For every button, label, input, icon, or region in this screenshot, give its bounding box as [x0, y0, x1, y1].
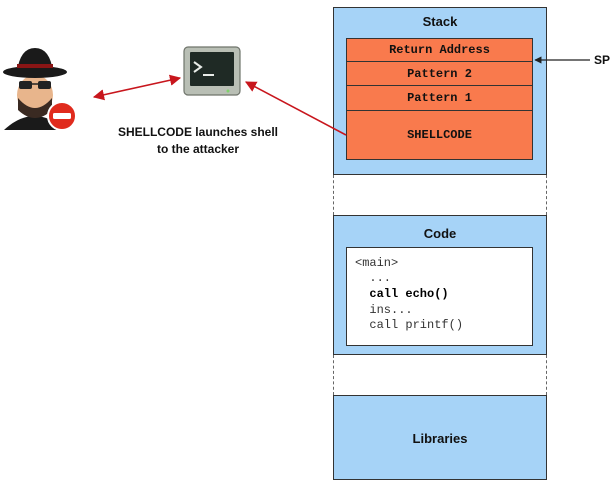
shellcode-terminal-arrow	[245, 81, 347, 136]
code-title: Code	[423, 226, 457, 241]
code-line: <main>	[355, 256, 399, 270]
memory-gap-1	[333, 175, 547, 215]
libraries-region: Libraries	[333, 395, 547, 480]
stack-frame-pattern-1: Pattern 1	[346, 85, 533, 111]
code-listing: <main> ... call echo() ins... call print…	[346, 247, 533, 346]
stack-title: Stack	[422, 14, 458, 29]
caption-line-2: to the attacker	[156, 142, 240, 156]
libraries-title: Libraries	[412, 431, 468, 446]
caption: SHELLCODE launches shell to the attacker	[78, 124, 318, 158]
stack-frame-pattern-2: Pattern 2	[346, 61, 533, 86]
code-line-highlighted: call echo()	[355, 287, 449, 301]
stack-frame-shellcode: SHELLCODE	[346, 110, 533, 160]
hacker-spy-icon	[3, 48, 77, 131]
code-line: ...	[355, 271, 392, 285]
code-line: ins...	[355, 303, 413, 317]
stack-pointer-label: SP	[594, 53, 611, 67]
caption-line-1: SHELLCODE launches shell	[117, 125, 279, 139]
memory-gap-2	[333, 355, 547, 395]
attacker-terminal-arrow	[92, 74, 182, 101]
terminal-icon	[183, 46, 241, 96]
code-line: call printf()	[355, 318, 464, 332]
